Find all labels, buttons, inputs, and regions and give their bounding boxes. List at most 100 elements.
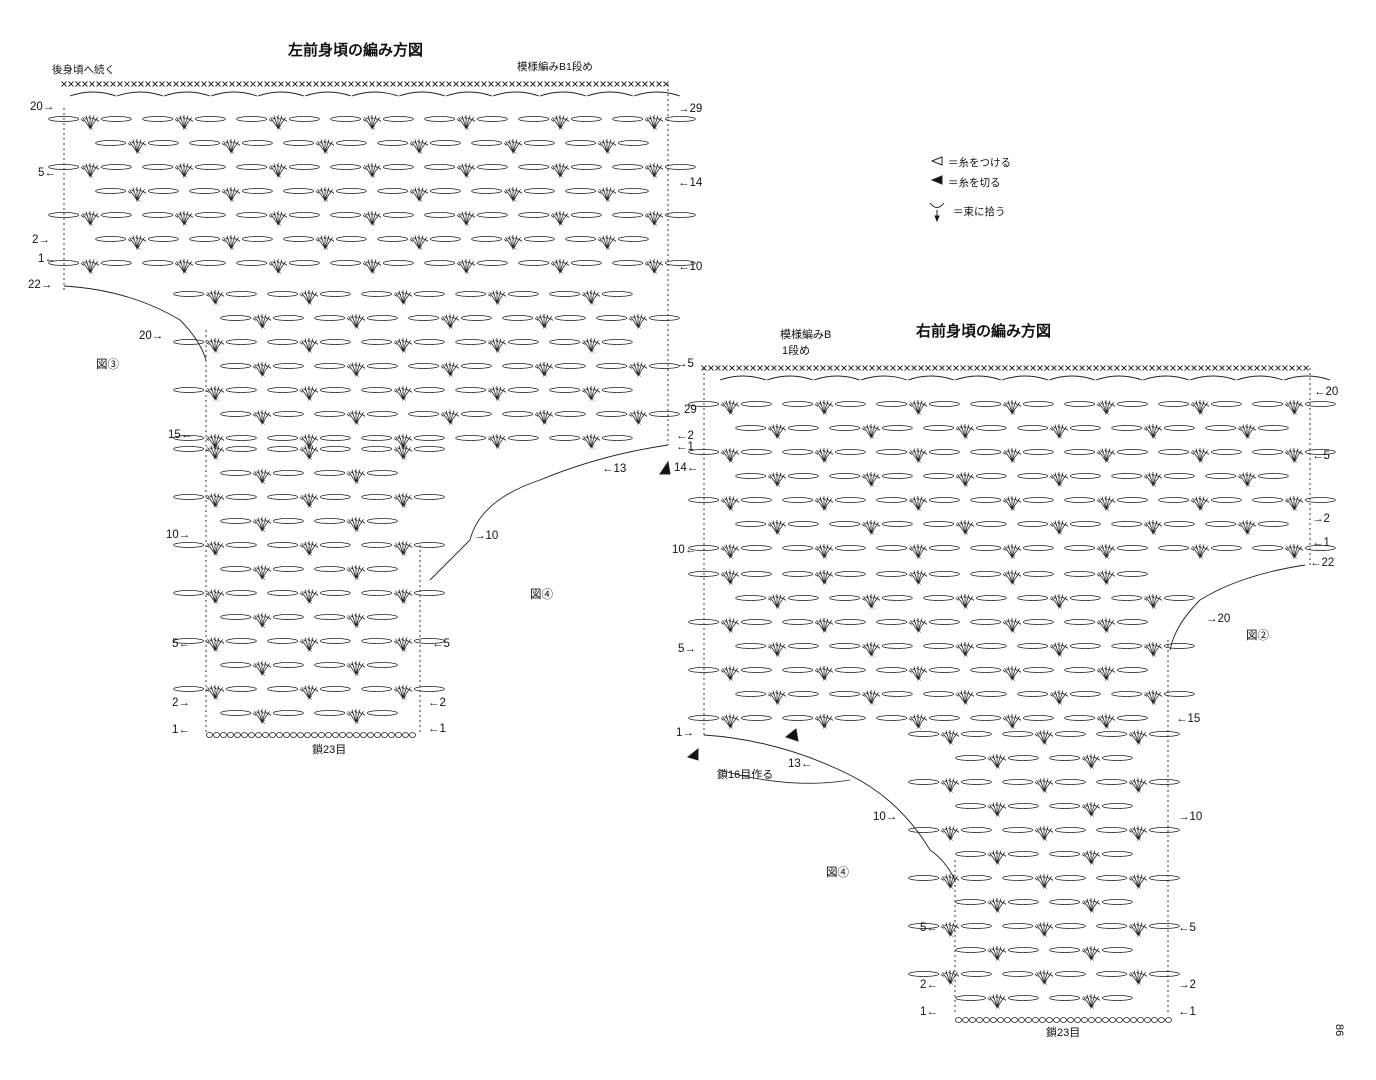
row-label: ←10 — [678, 261, 703, 273]
svg-text:×: × — [948, 883, 954, 891]
svg-text:×: × — [229, 244, 235, 252]
row-label: ←1 — [676, 441, 694, 453]
left-front-chart: ××××××××××××××××××××××××××××××××××××××××… — [48, 81, 696, 738]
svg-text:×: × — [1151, 529, 1157, 537]
svg-text:×: × — [370, 124, 376, 132]
svg-text:×: × — [775, 529, 781, 537]
row-label: 22→ — [28, 279, 53, 291]
svg-text:×: × — [307, 646, 313, 654]
svg-text:×: × — [401, 443, 407, 451]
legend-cut-yarn: ＝糸を切る — [948, 177, 1001, 189]
chain16-label: 鎖16目作る — [717, 769, 774, 781]
svg-text:×: × — [417, 196, 423, 204]
svg-text:×: × — [464, 268, 470, 276]
row-label: ←1 — [428, 723, 446, 735]
svg-text:×: × — [401, 598, 407, 606]
svg-text:×: × — [260, 718, 266, 726]
svg-text:×: × — [1089, 859, 1095, 867]
svg-text:×: × — [728, 457, 734, 465]
svg-text:×: × — [558, 124, 564, 132]
svg-text:×: × — [1042, 739, 1048, 747]
svg-text:×: × — [260, 323, 266, 331]
svg-text:×: × — [417, 244, 423, 252]
svg-text:×: × — [1245, 481, 1251, 489]
svg-text:×: × — [1198, 457, 1204, 465]
svg-text:×: × — [995, 811, 1001, 819]
svg-text:×: × — [370, 268, 376, 276]
svg-text:×: × — [1151, 433, 1157, 441]
row-label: ←1 — [1312, 537, 1330, 549]
svg-text:×: × — [354, 622, 360, 630]
svg-text:×: × — [822, 553, 828, 561]
right-chart-title: 右前身頃の編み方図 — [916, 322, 1052, 340]
svg-text:×: × — [822, 723, 828, 731]
fig3-label: 図③ — [96, 359, 119, 371]
svg-text:×: × — [558, 268, 564, 276]
svg-text:×: × — [370, 220, 376, 228]
svg-text:×: × — [995, 955, 1001, 963]
row-label: 20→ — [139, 330, 164, 342]
svg-text:×: × — [135, 196, 141, 204]
row-label: 5← — [920, 922, 938, 934]
svg-text:×: × — [948, 979, 954, 987]
svg-text:×: × — [354, 574, 360, 582]
svg-text:×: × — [401, 502, 407, 510]
svg-text:×: × — [1057, 481, 1063, 489]
svg-text:×: × — [1057, 603, 1063, 611]
svg-text:×: × — [323, 148, 329, 156]
svg-text:×: × — [495, 443, 501, 451]
svg-text:×: × — [1136, 835, 1142, 843]
svg-text:×: × — [1042, 883, 1048, 891]
row-label: ←5 — [1178, 922, 1196, 934]
row-label: 5→ — [678, 643, 696, 655]
svg-text:×: × — [1136, 931, 1142, 939]
svg-text:×: × — [495, 395, 501, 403]
svg-text:×: × — [869, 481, 875, 489]
svg-text:×: × — [822, 675, 828, 683]
svg-text:×: × — [1089, 811, 1095, 819]
svg-text:×: × — [1136, 883, 1142, 891]
svg-text:×: × — [354, 323, 360, 331]
svg-text:×: × — [1057, 433, 1063, 441]
svg-text:×: × — [995, 1003, 1001, 1011]
row-label: ←5 — [1312, 450, 1330, 462]
svg-text:×: × — [354, 419, 360, 427]
row-label: ←14 — [678, 177, 703, 189]
svg-text:×: × — [401, 395, 407, 403]
svg-text:×: × — [88, 172, 94, 180]
svg-text:×: × — [1104, 723, 1110, 731]
svg-text:×: × — [448, 371, 454, 379]
svg-text:×: × — [728, 627, 734, 635]
svg-text:×: × — [135, 148, 141, 156]
svg-text:×: × — [401, 646, 407, 654]
svg-text:×: × — [775, 481, 781, 489]
svg-text:×: × — [1292, 409, 1298, 417]
row-label: 5← — [38, 167, 56, 179]
svg-text:×: × — [276, 220, 282, 228]
svg-text:×: × — [495, 347, 501, 355]
svg-text:×: × — [728, 505, 734, 513]
svg-text:×: × — [307, 347, 313, 355]
svg-text:×: × — [869, 699, 875, 707]
svg-text:×: × — [213, 550, 219, 558]
row-label: →29 — [678, 103, 703, 115]
pattern-b-row1-label: 模様編みB1段め — [517, 61, 593, 73]
svg-text:×: × — [1042, 931, 1048, 939]
row-label: 2→ — [32, 234, 50, 246]
svg-text:×: × — [636, 419, 642, 427]
svg-text:×: × — [1010, 409, 1016, 417]
svg-text:×: × — [1245, 529, 1251, 537]
row-label: 1→ — [676, 727, 694, 739]
svg-text:×: × — [1010, 675, 1016, 683]
svg-text:×: × — [182, 172, 188, 180]
row-label: 1← — [920, 1006, 938, 1018]
svg-text:×: × — [213, 502, 219, 510]
svg-text:×: × — [1198, 409, 1204, 417]
svg-text:×: × — [323, 196, 329, 204]
svg-text:×: × — [728, 675, 734, 683]
legend-bundle-pickup: ＝束に拾う — [953, 206, 1006, 218]
svg-text:×: × — [605, 148, 611, 156]
row-label: →2 — [1178, 979, 1196, 991]
row-label: 10← — [672, 544, 697, 556]
svg-text:×: × — [822, 627, 828, 635]
